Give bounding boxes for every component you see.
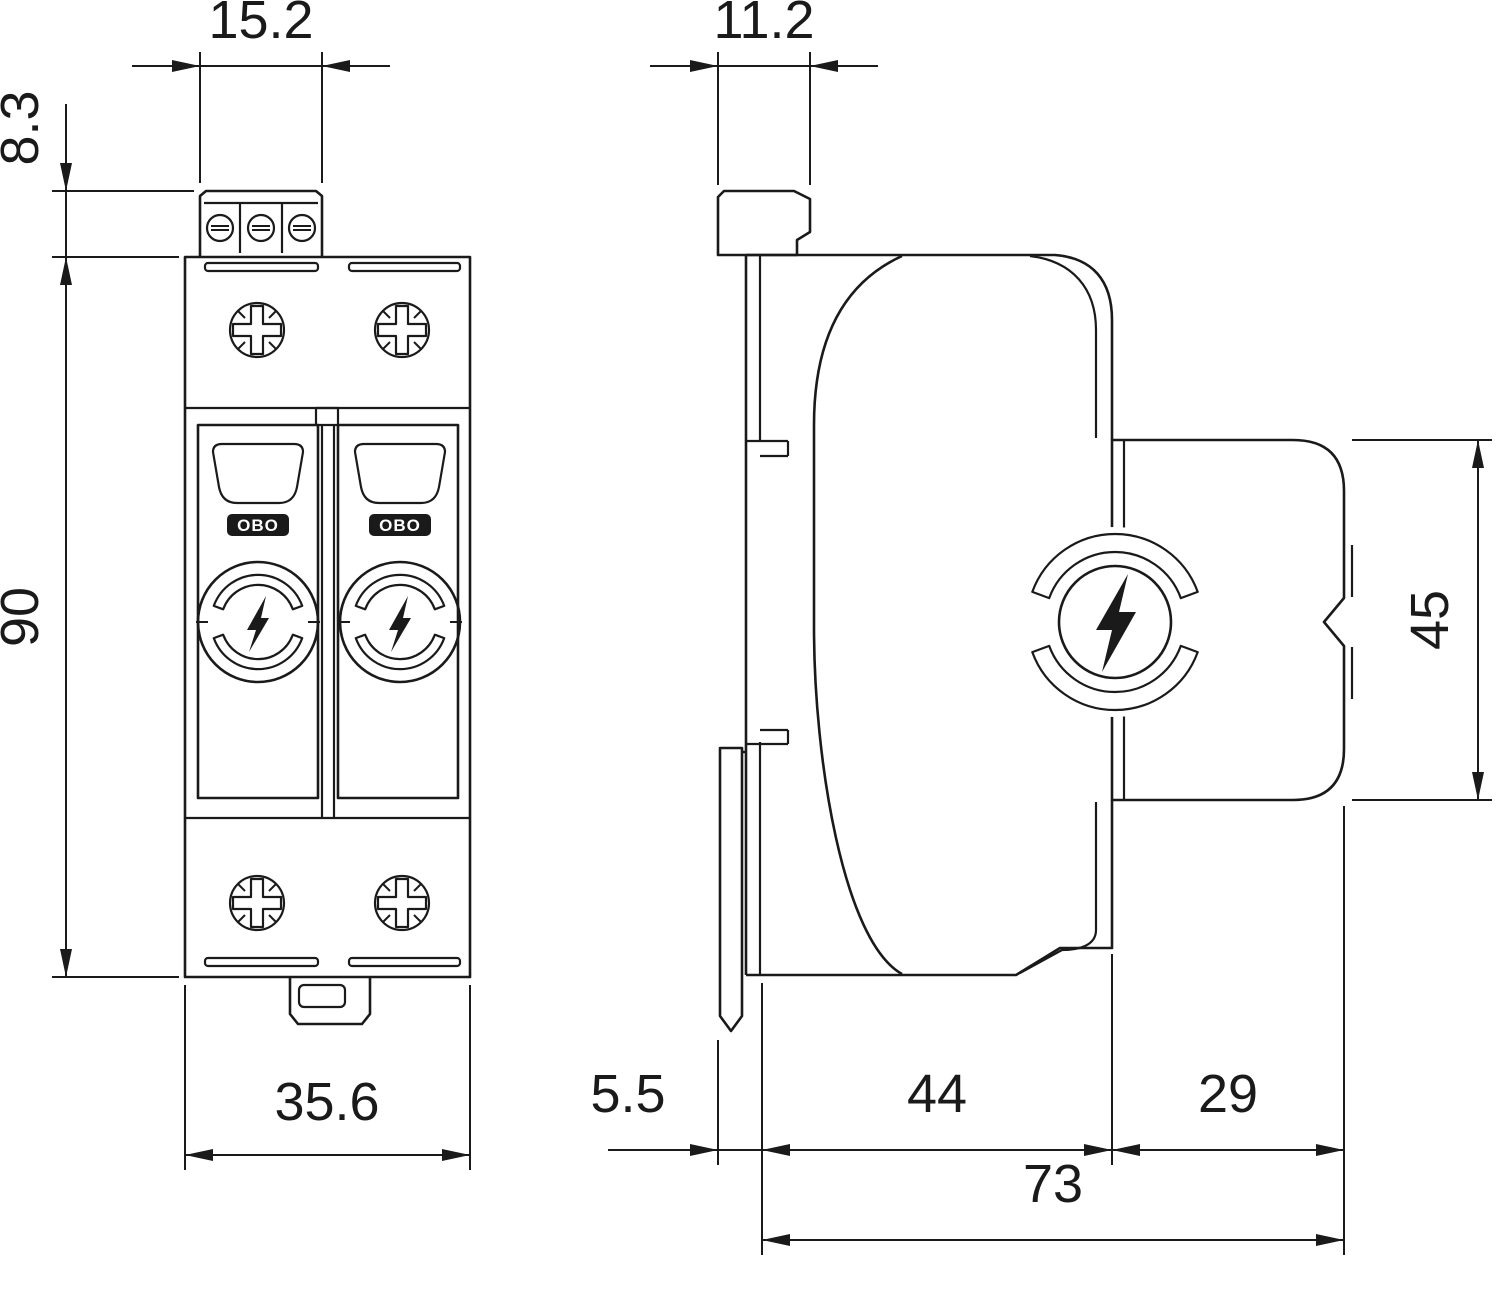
plug-in-module-side xyxy=(1110,438,1346,802)
base-depth-label: 44 xyxy=(907,1064,967,1124)
terminal-width-label: 15.2 xyxy=(208,0,313,50)
obo-logo: OBO xyxy=(369,514,431,536)
rail-hook xyxy=(716,189,812,257)
module-divider xyxy=(320,425,336,818)
body-height-label: 90 xyxy=(0,587,50,647)
dimension-rail-hook-width: 11.2 xyxy=(650,0,878,185)
module-depth-label: 29 xyxy=(1198,1064,1258,1124)
rail-spring-clip xyxy=(718,746,746,1033)
terminal-height-label: 8.3 xyxy=(0,90,50,165)
vent-slot xyxy=(203,956,320,968)
vent-slot xyxy=(203,261,320,273)
obo-logo: OBO xyxy=(227,514,289,536)
dimension-body-width: 35.6 xyxy=(184,985,471,1170)
surge-logo-side xyxy=(1020,527,1210,717)
vent-slot xyxy=(347,261,462,273)
module-height-label: 45 xyxy=(1400,590,1460,650)
obo-logo-text: OBO xyxy=(237,516,279,535)
dimension-terminal-height: 8.3 xyxy=(0,90,194,977)
label-window xyxy=(211,442,305,505)
dimension-terminal-width: 15.2 xyxy=(132,0,390,183)
vent-slot xyxy=(347,956,462,968)
lightning-bolt-icon xyxy=(1096,574,1136,672)
body-width-label: 35.6 xyxy=(274,1072,379,1132)
dimension-body-height: 90 xyxy=(0,587,179,978)
rail-hook-width-label: 11.2 xyxy=(713,0,814,50)
total-depth-label: 73 xyxy=(1023,1154,1083,1214)
clip-depth-label: 5.5 xyxy=(590,1064,665,1124)
rail-channel xyxy=(746,439,790,746)
front-view: OBO OBO xyxy=(183,189,472,1026)
foot-inner-curve xyxy=(1019,802,1098,974)
center-tab xyxy=(314,406,340,427)
dimension-total-depth: 73 xyxy=(762,1154,1344,1246)
head-inner-curve xyxy=(1029,254,1098,438)
dimension-depths: 5.5 44 29 xyxy=(590,806,1345,1255)
side-view xyxy=(716,189,1354,1033)
label-window xyxy=(353,442,447,505)
din-rail-foot xyxy=(288,977,372,1026)
device-body-front xyxy=(183,255,472,979)
dimension-module-height: 45 xyxy=(1352,439,1492,801)
base-curve xyxy=(812,254,903,976)
base-outline-bottom xyxy=(746,800,1114,977)
base-outline-top xyxy=(746,253,1114,440)
terminal-block xyxy=(198,189,324,257)
foot-slot xyxy=(297,983,347,1009)
obo-logo-text: OBO xyxy=(379,516,421,535)
